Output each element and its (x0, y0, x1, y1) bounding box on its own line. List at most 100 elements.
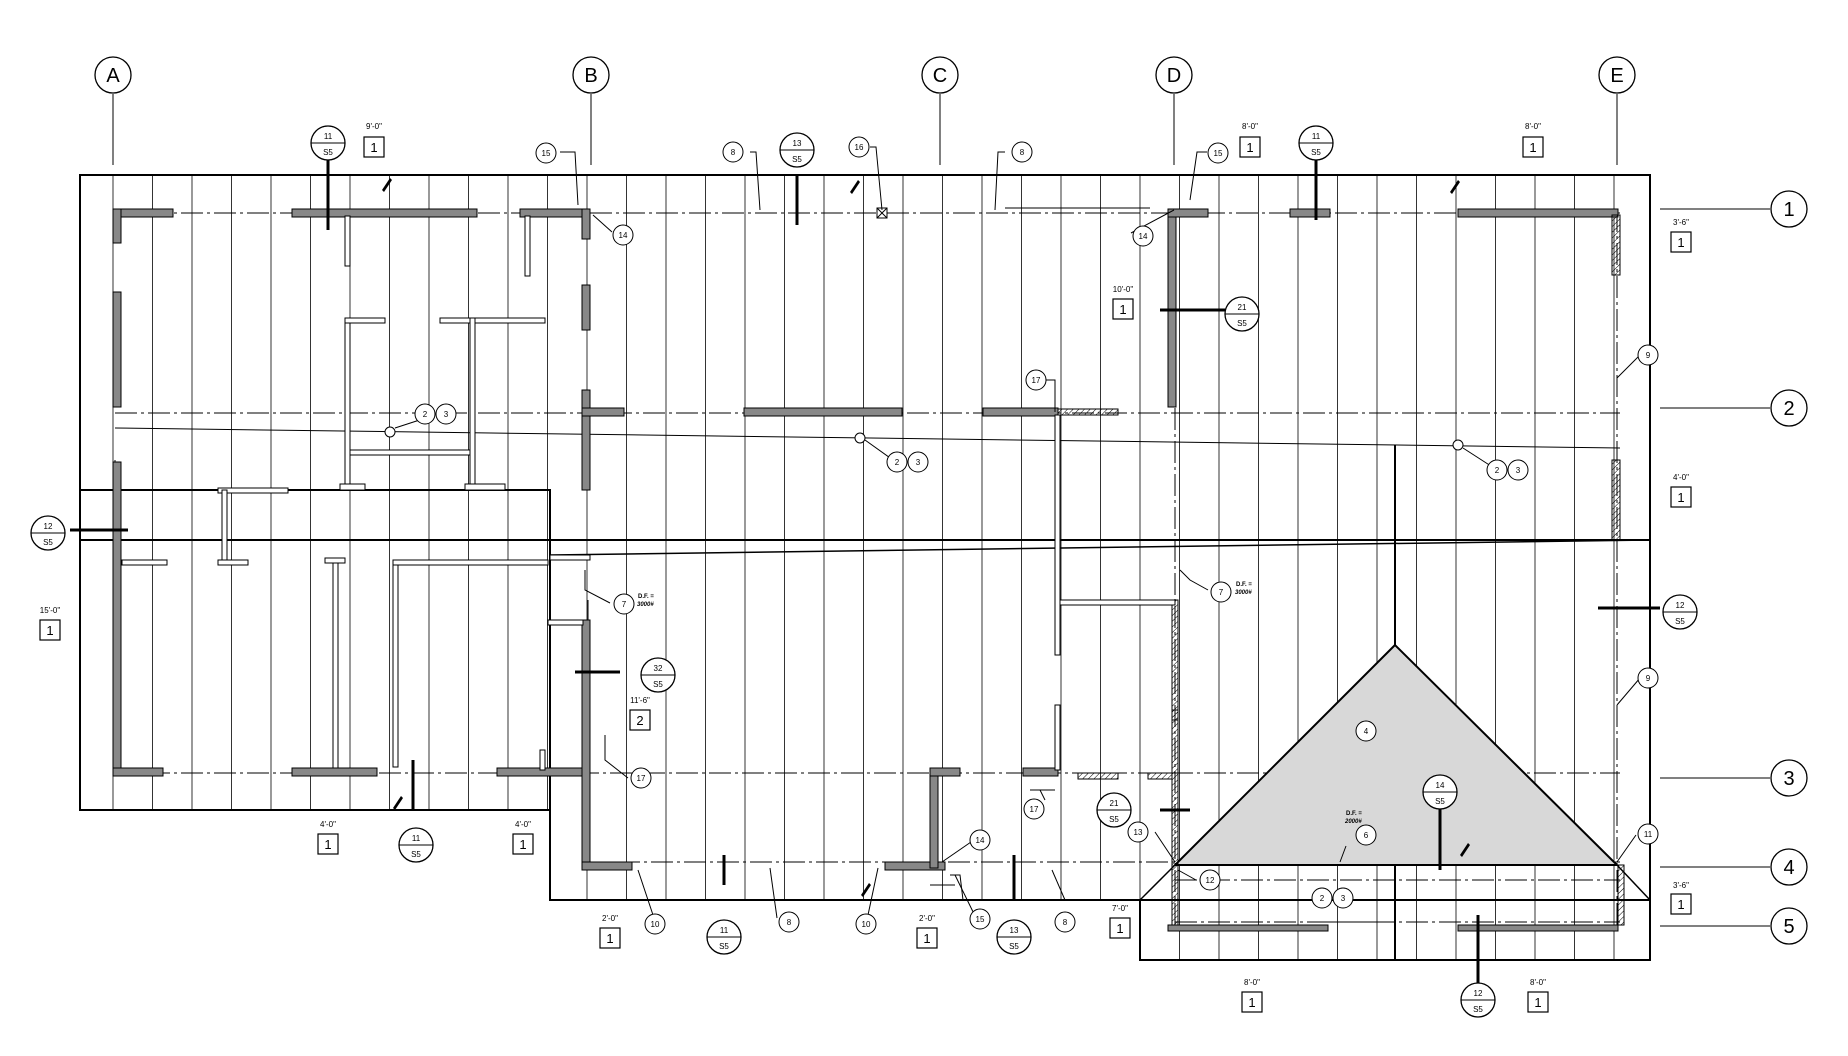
detail-bubble-21-upper: 21 S5 (1224, 296, 1260, 332)
note-num: 17 (637, 774, 646, 783)
note-8-c: 8 (778, 911, 800, 933)
df-label: D.F. = (638, 594, 654, 600)
detail-sheet: S5 (1473, 1005, 1483, 1014)
note-2-c: 2 (1486, 459, 1508, 481)
grid-bubble-4: 4 (1770, 848, 1808, 886)
dim-text-2: 8'-0" (1242, 122, 1258, 131)
dim-box-14: 1 (1116, 921, 1123, 936)
detail-sheet: S5 (1311, 148, 1321, 157)
detail-bubble-11-bottom-left: 11 S5 (398, 827, 434, 863)
note-num: 3 (444, 410, 449, 419)
note-10-a: 10 (644, 913, 666, 935)
dim-box-16: 1 (1534, 995, 1541, 1010)
note-13: 13 (1127, 821, 1149, 843)
dim-box-4: 1 (1677, 235, 1684, 250)
slope-arrows (382, 178, 1470, 897)
note-2-d: 2 (1311, 887, 1333, 909)
detail-num: 11 (412, 834, 421, 843)
note-num: 15 (976, 915, 985, 924)
note-12: 12 (1199, 869, 1221, 891)
detail-bubble-12-right: 12 S5 (1662, 594, 1698, 630)
grid-bubble-a: A (94, 56, 132, 94)
df-note-c: D.F. = 2000# (1344, 811, 1362, 825)
dim-text-1: 9'-0" (366, 122, 382, 131)
note-num: 14 (976, 836, 985, 845)
dim-box-11: 1 (1677, 897, 1684, 912)
dim-tag-4: 3'-6" 1 (1670, 218, 1692, 253)
note-num: 10 (651, 920, 660, 929)
note-num: 2 (1495, 466, 1500, 475)
dim-tag-13: 2'-0" 1 (916, 914, 938, 949)
grid-label-a: A (106, 65, 120, 87)
note-num: 8 (787, 918, 792, 927)
grid-label-c: C (933, 65, 947, 87)
df-note-a: D.F. = 3000# (637, 594, 654, 608)
dim-tag-14: 7'-0" 1 (1109, 904, 1131, 939)
note-num: 11 (1644, 830, 1653, 839)
hip-roof-area (1172, 643, 1620, 866)
grid-bubble-1: 1 (1770, 190, 1808, 228)
note-4: 4 (1355, 720, 1377, 742)
note-num: 17 (1030, 805, 1039, 814)
grid-bubble-c: C (921, 56, 959, 94)
note-14-c: 14 (969, 829, 991, 851)
note-num: 3 (1516, 466, 1521, 475)
note-num: 3 (916, 458, 921, 467)
detail-bubble-21-lower: 21 S5 (1096, 792, 1132, 828)
df-label: D.F. = (1236, 582, 1252, 588)
detail-num: 11 (720, 926, 729, 935)
note-num: 8 (1020, 148, 1025, 157)
detail-sheet: S5 (719, 942, 729, 951)
detail-sheet: S5 (1009, 942, 1019, 951)
note-num: 7 (1219, 588, 1224, 597)
dim-tag-11: 3'-6" 1 (1670, 881, 1692, 915)
note-7-b: 7 (1210, 581, 1232, 603)
dim-box-3: 1 (1529, 140, 1536, 155)
section-cut-marks (70, 150, 1660, 985)
detail-sheet: S5 (653, 680, 663, 689)
dim-box-13: 1 (923, 931, 930, 946)
grid-label-e: E (1610, 65, 1623, 87)
dim-text-11: 3'-6" (1673, 881, 1689, 890)
detail-sheet: S5 (323, 148, 333, 157)
note-num: 2 (423, 410, 428, 419)
note-num: 15 (542, 149, 551, 158)
note-16: 16 (848, 136, 870, 158)
note-num: 9 (1646, 674, 1651, 683)
dim-tag-7: 15'-0" 1 (39, 606, 61, 641)
grid-bubble-b: B (572, 56, 610, 94)
dim-tag-15: 8'-0" 1 (1241, 978, 1263, 1013)
dim-text-7: 15'-0" (40, 606, 61, 615)
note-num: 14 (1139, 232, 1148, 241)
dim-box-2: 1 (1246, 140, 1253, 155)
dim-box-5: 1 (1119, 302, 1126, 317)
grid-label-2: 2 (1783, 398, 1794, 420)
note-num: 16 (855, 143, 864, 152)
dim-tag-8: 11'-6" 2 (629, 696, 651, 731)
detail-num: 32 (654, 664, 663, 673)
note-9-b: 9 (1637, 667, 1659, 689)
dim-text-9: 4'-0" (320, 820, 336, 829)
detail-bubble-13-bottom: 13 S5 (996, 919, 1032, 955)
note-num: 2 (1320, 894, 1325, 903)
detail-sheet: S5 (1675, 617, 1685, 626)
detail-bubble-12-bottom: 12 S5 (1460, 982, 1496, 1018)
detail-num: 11 (324, 132, 333, 141)
note-3-a: 3 (435, 403, 457, 425)
detail-num: 13 (1010, 926, 1019, 935)
dim-box-15: 1 (1248, 995, 1255, 1010)
dim-tag-3: 8'-0" 1 (1522, 122, 1544, 158)
note-14-a: 14 (612, 224, 634, 246)
note-num: 12 (1206, 876, 1215, 885)
dim-tag-2: 8'-0" 1 (1239, 122, 1261, 158)
detail-num: 12 (44, 522, 53, 531)
note-2-b: 2 (886, 451, 908, 473)
dim-text-3: 8'-0" (1525, 122, 1541, 131)
detail-bubble-14: 14 S5 (1422, 774, 1458, 810)
note-num: 9 (1646, 351, 1651, 360)
dim-box-6: 1 (1677, 490, 1684, 505)
note-8-d: 8 (1054, 911, 1076, 933)
detail-bubble-12-left: 12 S5 (30, 515, 66, 551)
dim-box-1: 1 (370, 140, 377, 155)
note-num: 8 (1063, 918, 1068, 927)
